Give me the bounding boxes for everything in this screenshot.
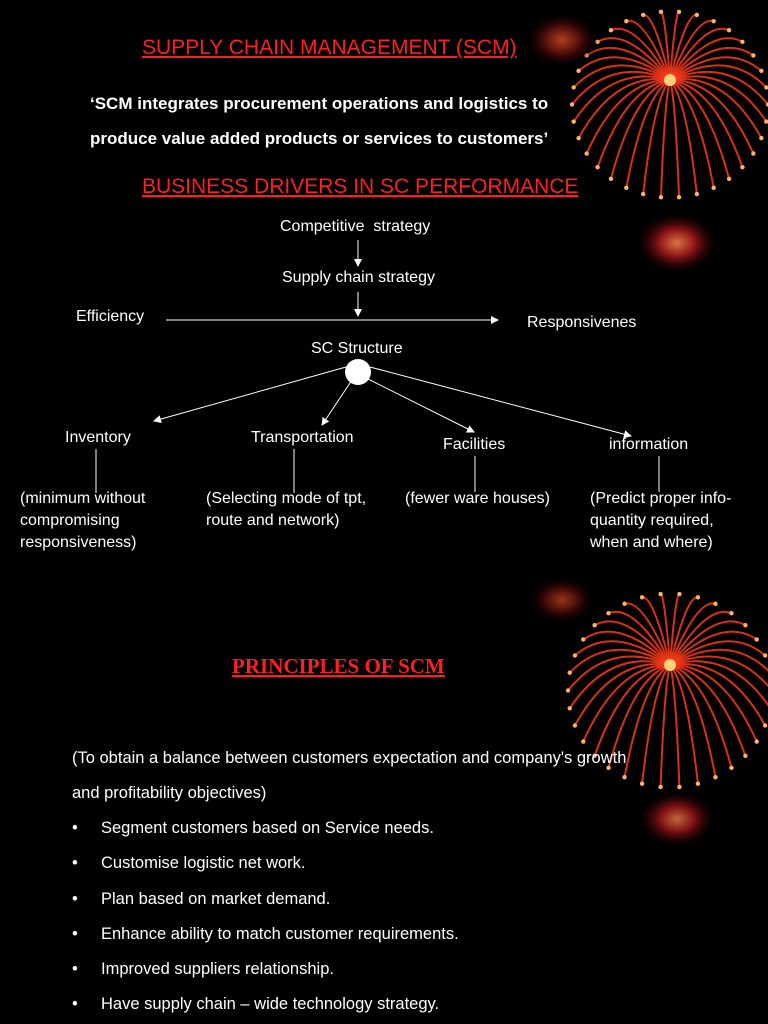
node-inventory: Inventory — [65, 429, 131, 446]
node-transportation: Transportation — [251, 429, 354, 446]
node-facilities: Facilities — [443, 436, 506, 453]
principle-text: Customise logistic net work. — [101, 854, 306, 873]
arrow-to-information — [369, 366, 632, 439]
bullet-icon: • — [72, 889, 78, 908]
arrow-to-inventory — [153, 366, 347, 423]
note-facilities: (fewer ware houses) — [405, 490, 550, 507]
note-information: (Predict proper info- quantity required,… — [590, 490, 732, 551]
principles-list: • Segment customers based on Service need… — [72, 811, 459, 1023]
principle-item: • Have supply chain – wide technology str… — [72, 987, 459, 1022]
principles-intro-line-2: and profitability objectives) — [72, 784, 267, 802]
bullet-icon: • — [72, 819, 78, 837]
scm-definition-line-2: produce value added products or services… — [90, 129, 549, 148]
node-efficiency: Efficiency — [76, 308, 145, 325]
principle-text: Have supply chain – wide technology stra… — [101, 995, 440, 1014]
node-supply-chain-strategy: Supply chain strategy — [282, 269, 435, 286]
principle-text: Enhance ability to match customer requir… — [101, 924, 459, 943]
principle-item: • Segment customers based on Service need… — [72, 811, 459, 846]
firework-bottom-icon — [565, 591, 768, 790]
node-information: information — [609, 436, 689, 453]
principle-text: Segment customers based on Service needs… — [101, 819, 434, 837]
principles-intro-line-1: (To obtain a balance between customers e… — [72, 749, 627, 767]
sc-structure-hub — [345, 359, 371, 385]
bullet-icon: • — [72, 960, 78, 979]
firework-top-icon — [569, 9, 768, 200]
bokeh-light-icon — [524, 12, 600, 68]
principle-item: • Enhance ability to match customer requi… — [72, 917, 459, 952]
drivers-title: BUSINESS DRIVERS IN SC PERFORMANCE — [142, 175, 579, 198]
bokeh-light-icon — [637, 213, 717, 273]
arrow-to-facilities — [367, 378, 475, 433]
principle-item: • Customise logistic net work. — [72, 846, 459, 881]
principle-item: • Improved suppliers relationship. — [72, 952, 459, 987]
principles-title: PRINCIPLES OF SCM — [232, 654, 445, 678]
note-transportation: (Selecting mode of tpt, route and networ… — [206, 490, 367, 529]
bokeh-light-icon — [639, 791, 715, 847]
scm-title: SUPPLY CHAIN MANAGEMENT (SCM) — [142, 36, 517, 59]
principle-text: Plan based on market demand. — [101, 889, 331, 908]
bullet-icon: • — [72, 995, 78, 1014]
bullet-icon: • — [72, 854, 78, 873]
node-competitive-strategy: Competitive strategy — [280, 218, 431, 235]
bokeh-light-icon — [528, 576, 596, 624]
scm-definition-line-1: ‘SCM integrates procurement operations a… — [90, 94, 549, 113]
principle-item: • Plan based on market demand. — [72, 882, 459, 917]
node-responsiveness: Responsivenes — [527, 314, 637, 331]
bullet-icon: • — [72, 924, 78, 943]
arrow-to-transportation — [321, 379, 353, 426]
principle-text: Improved suppliers relationship. — [101, 960, 334, 979]
note-inventory: (minimum without compromising responsive… — [20, 490, 146, 551]
node-sc-structure: SC Structure — [311, 340, 403, 357]
